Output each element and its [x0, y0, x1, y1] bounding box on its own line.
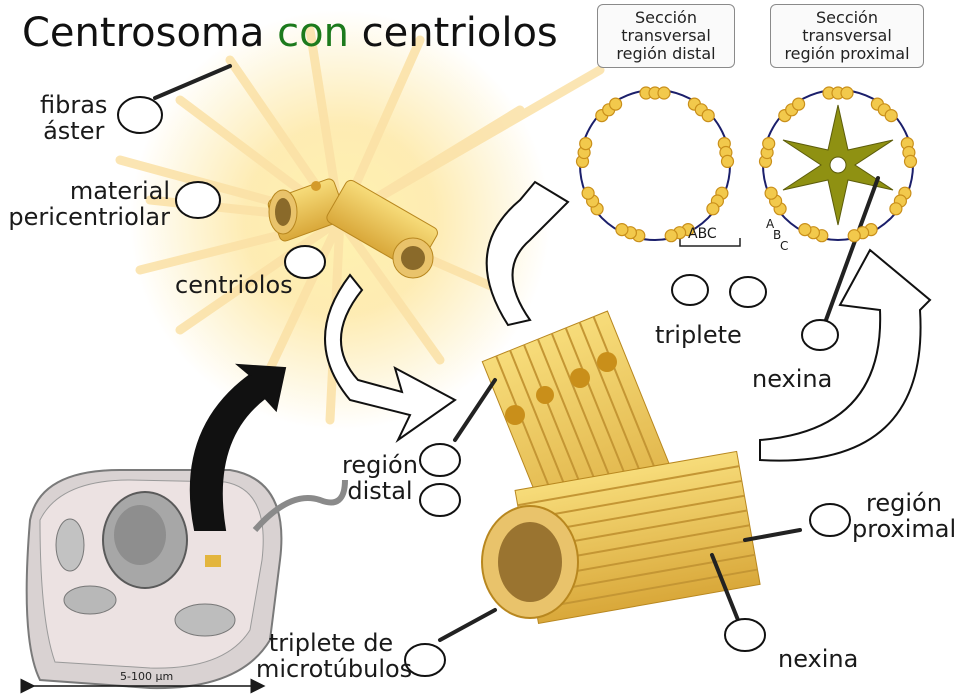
proximal-section-line-2: transversal [802, 26, 892, 45]
label-nexina-top: nexina [752, 365, 833, 393]
proximal-section-box: Sección transversal región proximal [770, 4, 924, 68]
fibras-line-2: áster [43, 117, 105, 145]
label-c-proximal: C [780, 239, 789, 253]
distal-section-line-1: Sección [635, 8, 697, 27]
label-fibras-aster: fibras áster [40, 92, 107, 144]
label-a-proximal: A [766, 217, 775, 231]
microtubule [884, 108, 898, 123]
microtubule [840, 86, 854, 100]
glove-hand-icon [117, 96, 851, 677]
label-region-proximal: región proximal [852, 490, 956, 542]
tweezers-icon [153, 64, 880, 642]
microtubule [701, 108, 715, 123]
title-part-3: centriolos [361, 10, 558, 56]
title-part-1: Centrosoma [22, 10, 265, 56]
distal-section-line-2: transversal [621, 26, 711, 45]
triplete-line-2: microtúbulos [256, 655, 413, 683]
curved-arrow-icon [189, 180, 932, 531]
label-region-distal: región distal [340, 452, 420, 504]
microtubule [657, 86, 671, 100]
microtubule [615, 223, 629, 237]
region-distal-line-2: distal [347, 477, 413, 505]
small-centriole-pair [267, 178, 438, 279]
label-centriolos: centriolos [175, 271, 293, 299]
microtubule [764, 186, 778, 200]
microtubule [889, 202, 903, 216]
label-abc-distal: ABC [688, 226, 717, 242]
region-proximal-line-2: proximal [852, 515, 957, 543]
microtubule [581, 186, 595, 200]
proximal-section-line-3: región proximal [784, 44, 910, 63]
microtubule [664, 229, 678, 243]
proximal-tubule-ring [758, 86, 918, 243]
label-triplete-microtubulos: triplete de microtúbulos [256, 629, 413, 683]
microtubule [579, 137, 593, 151]
region-distal-line-1: región [342, 451, 418, 479]
label-nexina-bottom: nexina [778, 645, 859, 673]
proximal-section-line-1: Sección [816, 8, 878, 27]
title-part-2: con [277, 10, 349, 56]
large-centriole-pair [481, 310, 761, 624]
region-proximal-line-1: región [866, 489, 942, 517]
microtubule [791, 97, 806, 111]
distal-section-line-3: región distal [616, 44, 716, 63]
microtubule [762, 137, 776, 151]
microtubule [903, 154, 918, 168]
page-title: Centrosoma con centriolos [22, 10, 558, 56]
microtubule [720, 154, 735, 168]
label-material-pericentriolar: material pericentriolar [4, 178, 170, 230]
distal-section-box: Sección transversal región distal [597, 4, 735, 68]
scale-bar-label: 5-100 µm [120, 670, 174, 683]
microtubule [798, 223, 812, 237]
material-line-1: material [69, 177, 170, 205]
label-triplete: triplete [655, 321, 742, 349]
abc-bracket [679, 238, 741, 247]
distal-tubule-ring [575, 86, 735, 243]
microtubule [706, 202, 720, 216]
material-line-2: pericentriolar [8, 203, 170, 231]
fibras-line-1: fibras [40, 91, 108, 119]
label-b-proximal: B [773, 228, 782, 242]
microtubule [847, 229, 861, 243]
triplete-line-1: triplete de [268, 629, 394, 657]
microtubule [608, 97, 623, 111]
